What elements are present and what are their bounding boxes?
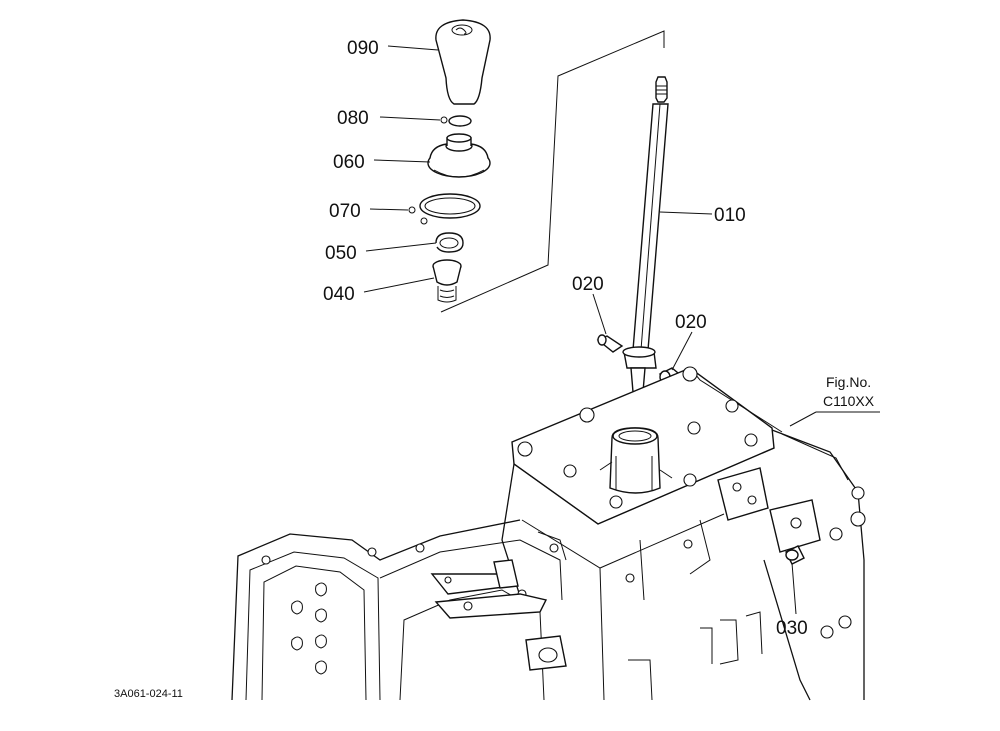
shift-lever-010	[622, 76, 669, 410]
transmission-case	[231, 366, 866, 701]
figure-reference-number: C110XX	[823, 393, 875, 409]
callout-040: 040	[323, 284, 355, 305]
callout-080: 080	[337, 108, 369, 129]
pin-020-left	[596, 334, 624, 353]
shift-knob-assembly	[419, 19, 491, 303]
callout-090: 090	[347, 38, 379, 59]
callout-020-right: 020	[675, 312, 707, 333]
bushing-040	[432, 259, 462, 303]
drawing-code: 3A061-024-11	[114, 688, 183, 700]
callout-010: 010	[714, 205, 746, 226]
callout-050: 050	[325, 243, 357, 264]
shift-knob-090	[435, 19, 491, 105]
callout-030: 030	[776, 618, 808, 639]
circlip-050	[435, 232, 464, 253]
snap-ring-070	[419, 193, 481, 225]
o-ring-080	[448, 115, 472, 127]
callout-020-left: 020	[572, 274, 604, 295]
leader-lines	[363, 45, 880, 615]
assembly-bracket-line	[440, 30, 665, 313]
callout-070: 070	[329, 201, 361, 222]
callout-labels: 090 080 060 070 050 040 010 020 020 030 …	[114, 38, 875, 700]
figure-reference-label: Fig.No.	[826, 374, 871, 390]
plug-030	[785, 545, 805, 565]
callout-060: 060	[333, 152, 365, 173]
boot-cover-060	[427, 133, 491, 178]
